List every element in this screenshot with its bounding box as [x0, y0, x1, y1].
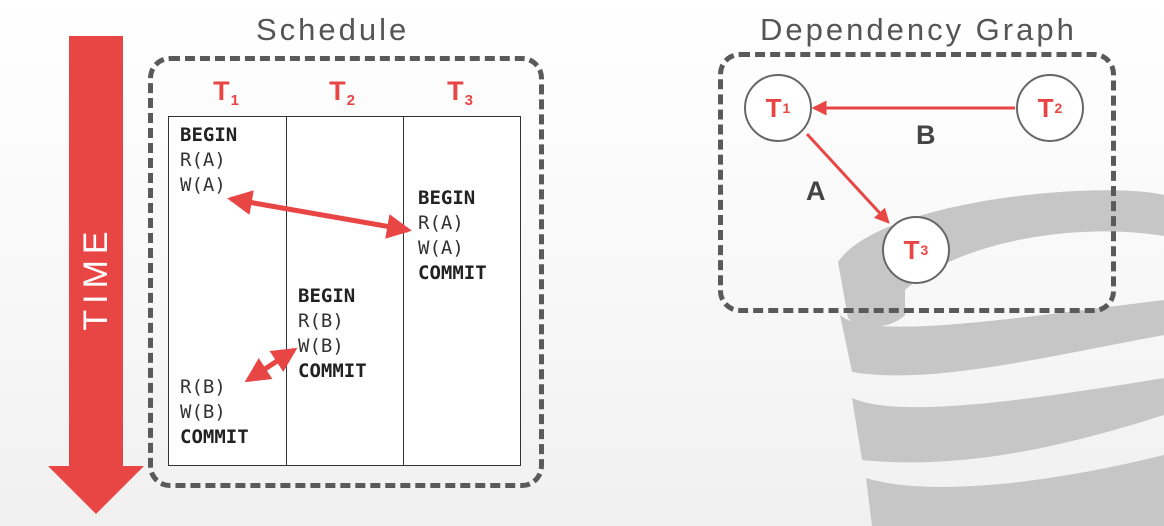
- dependency-graph-frame: [718, 52, 1116, 313]
- edge-t1-t3: [805, 132, 890, 224]
- t2-op-commit: COMMIT: [298, 360, 367, 382]
- t3-op-commit: COMMIT: [418, 262, 487, 284]
- node-t3-sub: 3: [920, 242, 929, 258]
- node-t2-name: T: [1037, 92, 1054, 123]
- time-arrow: [48, 36, 144, 514]
- t2-op-read-b: R(B): [298, 310, 344, 332]
- schedule-table: [168, 116, 521, 466]
- t3-op-read-a: R(A): [418, 212, 464, 234]
- t1-op-write-b: W(B): [180, 401, 226, 423]
- t1-op-begin: BEGIN: [180, 124, 238, 146]
- t3-op-write-a: W(A): [418, 237, 464, 259]
- time-arrow-shaft: [69, 36, 123, 466]
- conflict-arrow-a: [227, 190, 412, 239]
- t1-name: T: [213, 76, 230, 106]
- t2-op-begin: BEGIN: [298, 285, 356, 307]
- t1-sub: 1: [230, 92, 239, 109]
- t1-op-commit: COMMIT: [180, 426, 249, 448]
- edge-label-b: B: [916, 120, 936, 150]
- column-header-t1: T1: [196, 76, 256, 109]
- column-divider: [286, 117, 287, 465]
- column-header-t3: T3: [430, 76, 490, 109]
- t1-op-write-a: W(A): [180, 174, 226, 196]
- t3-sub: 3: [464, 92, 473, 109]
- t1-op-read-a: R(A): [180, 149, 226, 171]
- t2-sub: 2: [346, 92, 355, 109]
- dependency-graph-title: Dependency Graph: [760, 12, 1077, 47]
- schedule-frame: [148, 56, 544, 488]
- t2-op-write-b: W(B): [298, 335, 344, 357]
- column-header-t2: T2: [312, 76, 372, 109]
- schedule-title: Schedule: [256, 12, 410, 47]
- node-t1-name: T: [765, 92, 782, 123]
- t3-op-begin: BEGIN: [418, 187, 476, 209]
- edge-label-a: A: [806, 176, 826, 206]
- time-arrow-head: [48, 466, 144, 514]
- t1-op-read-b: R(B): [180, 376, 226, 398]
- t3-name: T: [447, 76, 464, 106]
- conflict-arrow-b: [244, 347, 298, 383]
- node-t3-name: T: [903, 234, 920, 265]
- column-divider: [403, 117, 404, 465]
- node-t1-sub: 1: [782, 100, 791, 116]
- node-t2-sub: 2: [1054, 100, 1063, 116]
- t2-name: T: [329, 76, 346, 106]
